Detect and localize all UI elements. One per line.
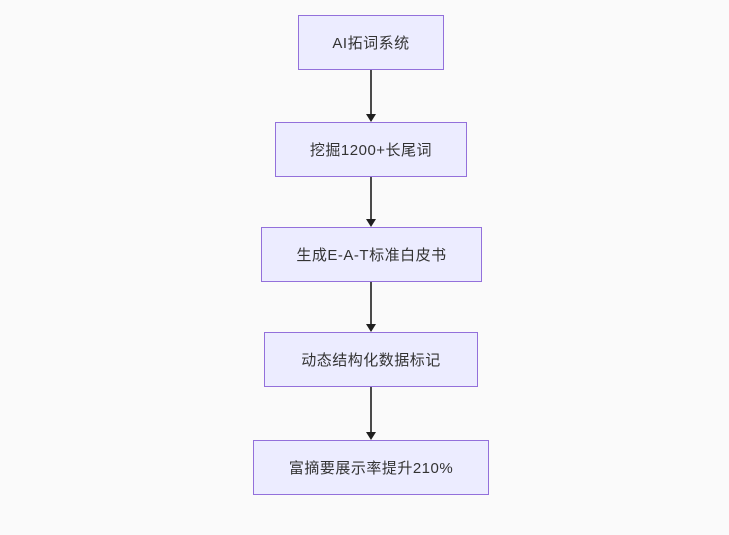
arrow-head-down-icon: [366, 324, 376, 332]
flow-node-longtail-keywords: 挖掘1200+长尾词: [275, 122, 467, 177]
flow-node-label: AI拓词系统: [332, 35, 410, 52]
flow-node-label: 富摘要展示率提升210%: [288, 460, 454, 477]
flow-arrow-3: [365, 282, 377, 332]
arrow-head-down-icon: [366, 432, 376, 440]
flow-node-ai-word-expansion-system: AI拓词系统: [298, 15, 444, 70]
flow-node-label: 动态结构化数据标记: [301, 352, 441, 369]
arrow-head-down-icon: [366, 114, 376, 122]
flow-node-eat-whitepaper: 生成E-A-T标准白皮书: [261, 227, 482, 282]
arrow-head-down-icon: [366, 219, 376, 227]
flow-arrow-2: [365, 177, 377, 227]
flow-arrow-1: [365, 70, 377, 122]
flow-node-label: 挖掘1200+长尾词: [309, 142, 433, 159]
arrow-line: [370, 387, 372, 433]
flow-arrow-4: [365, 387, 377, 440]
flow-node-rich-snippet-rate: 富摘要展示率提升210%: [253, 440, 489, 495]
flow-node-structured-data-markup: 动态结构化数据标记: [264, 332, 478, 387]
arrow-line: [370, 70, 372, 115]
arrow-line: [370, 177, 372, 220]
flow-node-label: 生成E-A-T标准白皮书: [296, 247, 447, 264]
arrow-line: [370, 282, 372, 325]
